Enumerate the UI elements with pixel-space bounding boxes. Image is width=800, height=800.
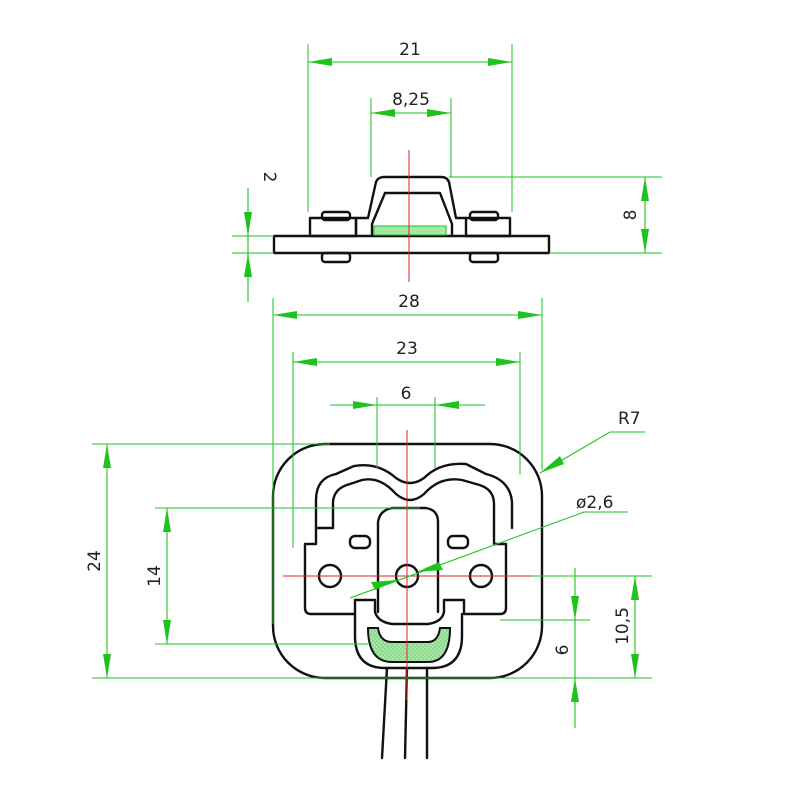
dim-lower-offset: 6	[553, 645, 573, 656]
dim-top-height: 8	[621, 210, 641, 221]
plan-inner-frame-top	[314, 462, 514, 530]
plan-right-boss	[446, 534, 470, 550]
plan-lower-u-outer	[353, 612, 464, 670]
side-left-tab-bottom	[320, 251, 352, 264]
side-right-pad	[464, 216, 512, 238]
plan-left-boss	[348, 534, 372, 550]
plan-center-post	[376, 506, 440, 614]
plan-arm-outline	[303, 526, 508, 626]
dim-corner-radius: R7	[618, 409, 641, 429]
side-view-dimensions: 21 8,25 8 2	[232, 40, 662, 302]
wire-left	[380, 666, 389, 760]
plan-inner-frame-inner	[331, 478, 496, 530]
side-arch-outer	[354, 175, 468, 238]
dim-overall-width: 28	[398, 292, 420, 312]
dim-inner-width: 23	[396, 339, 418, 359]
side-view	[272, 150, 551, 282]
side-right-tab-top	[468, 210, 500, 222]
plan-view	[271, 430, 544, 760]
dim-center-width: 6	[401, 384, 412, 404]
dim-inner-height: 14	[145, 565, 165, 587]
dim-top-width: 21	[399, 40, 421, 60]
dim-top-inner-width: 8,25	[392, 90, 430, 110]
side-arch-inner	[370, 191, 454, 238]
side-right-tab-bottom	[468, 251, 500, 264]
side-strain-gauge	[373, 225, 447, 236]
side-base-plate	[272, 234, 551, 255]
plan-strain-gauge	[366, 627, 452, 663]
plan-view-dimensions: 28 23 6 R7 ø2,6 24	[85, 292, 652, 728]
side-left-tab-top	[320, 210, 352, 222]
dim-plate-thickness: 2	[259, 172, 279, 183]
dim-hole-diameter: ø2,6	[576, 493, 613, 513]
dim-overall-height: 24	[85, 550, 105, 572]
dim-center-to-bottom: 10,5	[613, 607, 633, 645]
